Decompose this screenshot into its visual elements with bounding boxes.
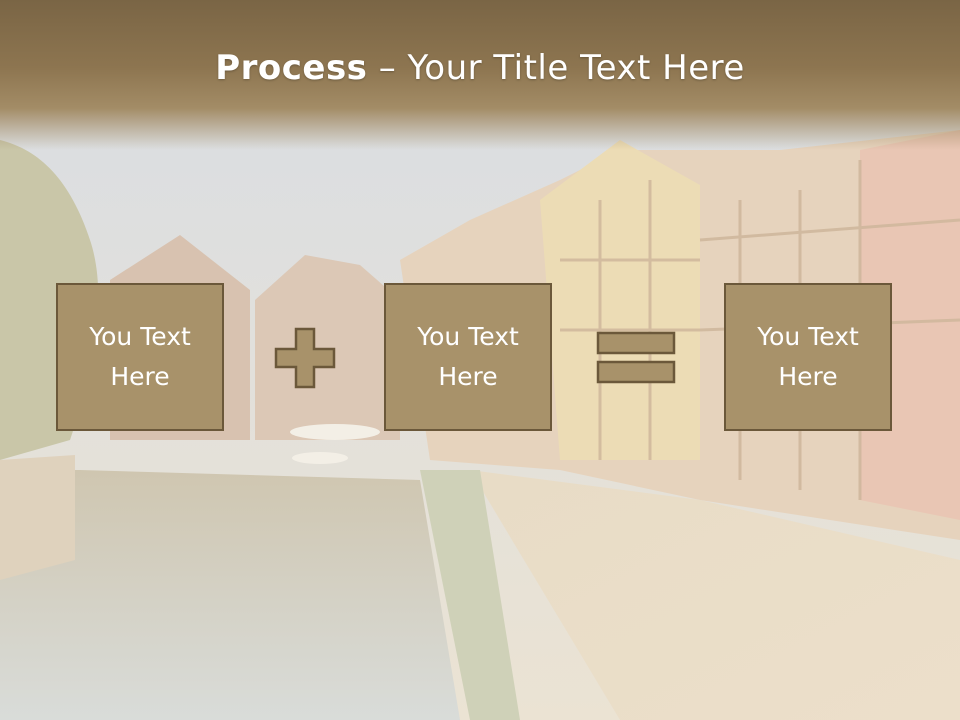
- text-box-3-line2: Here: [778, 362, 838, 391]
- title-bold: Process: [215, 48, 368, 88]
- text-box-3-line1: You Text: [757, 322, 859, 351]
- text-box-1-line1: You Text: [89, 322, 191, 351]
- text-box-1-line2: Here: [110, 362, 170, 391]
- slide-title: Process – Your Title Text Here: [0, 48, 960, 88]
- plus-icon: [274, 327, 336, 389]
- text-box-2-line1: You Text: [417, 322, 519, 351]
- text-box-2-line2: Here: [438, 362, 498, 391]
- title-band: [0, 0, 960, 150]
- equals-icon: [596, 331, 676, 384]
- title-rest: – Your Title Text Here: [367, 48, 745, 88]
